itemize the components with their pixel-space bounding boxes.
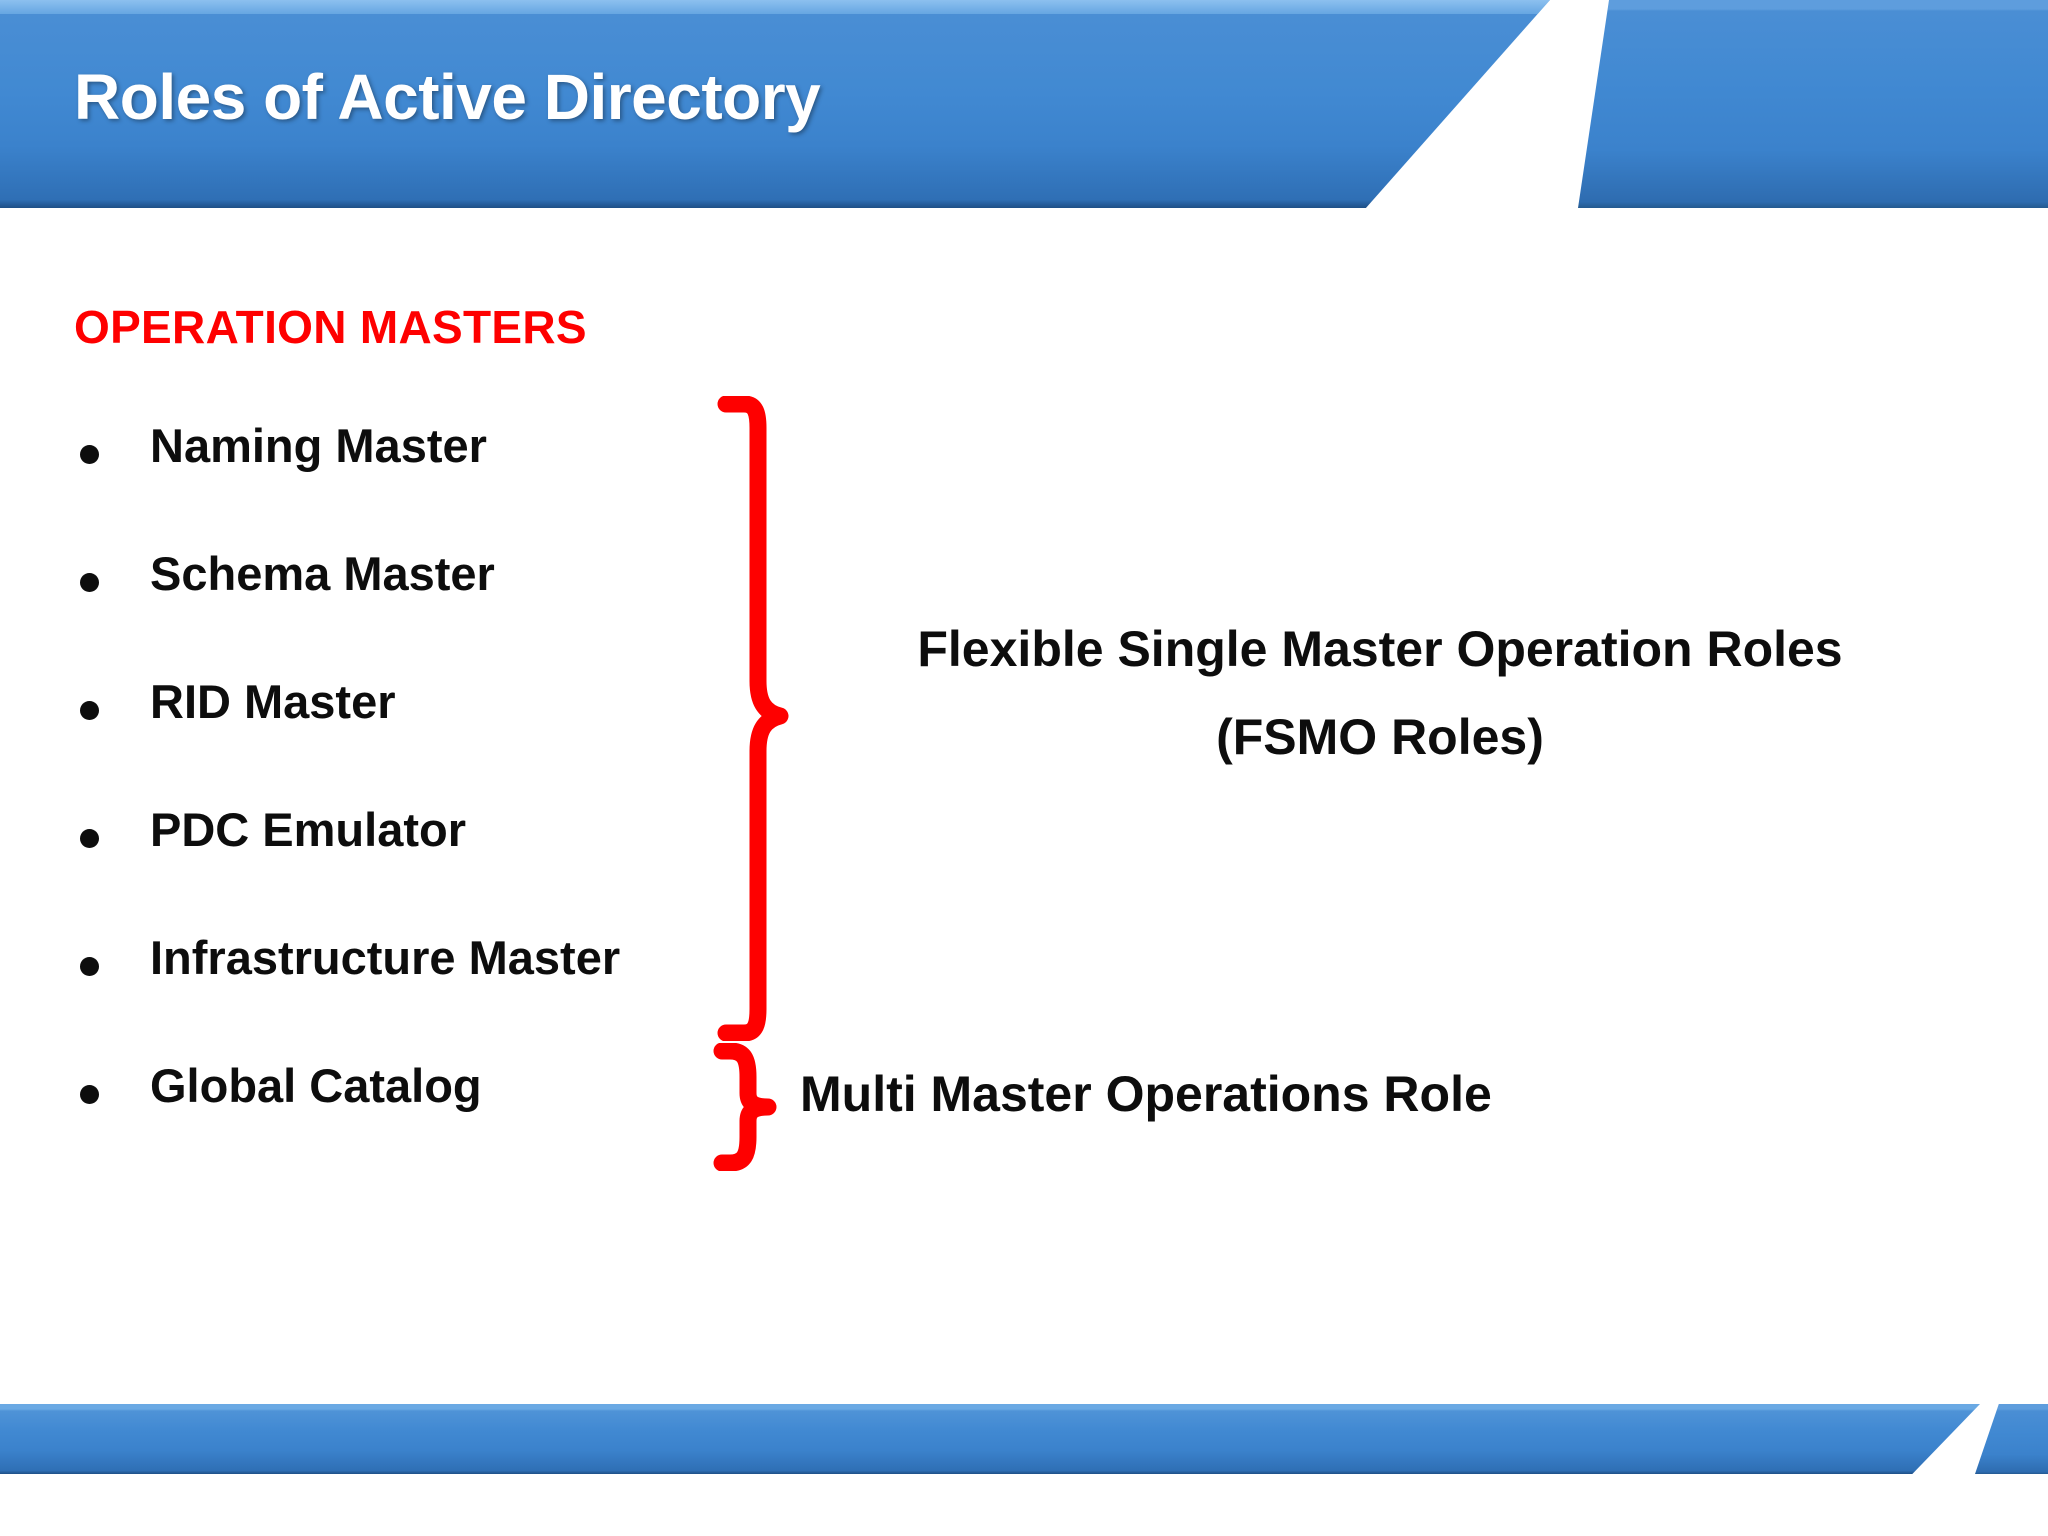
list-item-label: Schema Master [150,547,495,600]
curly-brace-small-icon [713,1043,777,1171]
list-item-label: RID Master [150,675,396,728]
operation-masters-list: Naming Master Schema Master RID Master P… [74,415,774,1183]
list-item-label: Global Catalog [150,1059,482,1112]
fsmo-annotation-line1: Flexible Single Master Operation Roles [917,621,1843,677]
list-item-label: Naming Master [150,419,487,472]
list-item: Global Catalog [74,1055,774,1183]
bullet-dot-icon [80,1085,99,1104]
fsmo-annotation: Flexible Single Master Operation Roles (… [800,605,1960,781]
section-heading: OPERATION MASTERS [74,301,587,353]
list-item-label: Infrastructure Master [150,931,621,984]
header-accent-shape [1578,0,2048,208]
bullet-dot-icon [80,445,99,464]
list-item: Schema Master [74,543,774,671]
header-banner-shape [0,0,1550,208]
fsmo-annotation-line2: (FSMO Roles) [1216,709,1544,765]
slide-header: Roles of Active Directory [0,0,2048,225]
page-title: Roles of Active Directory [74,61,821,133]
footer-accent-shape [1975,1404,2048,1474]
footer-banner-shape [0,1404,1980,1474]
list-item: Infrastructure Master [74,927,774,1055]
bullet-dot-icon [80,957,99,976]
list-item: Naming Master [74,415,774,543]
list-item: PDC Emulator [74,799,774,927]
bullet-dot-icon [80,829,99,848]
multi-master-annotation: Multi Master Operations Role [800,1066,1492,1122]
header-banner-gloss [0,0,1550,14]
list-item-label: PDC Emulator [150,803,466,856]
list-item: RID Master [74,671,774,799]
curly-brace-large-icon [717,396,789,1041]
slide-footer [0,1386,2048,1536]
bullet-dot-icon [80,573,99,592]
bullet-dot-icon [80,701,99,720]
